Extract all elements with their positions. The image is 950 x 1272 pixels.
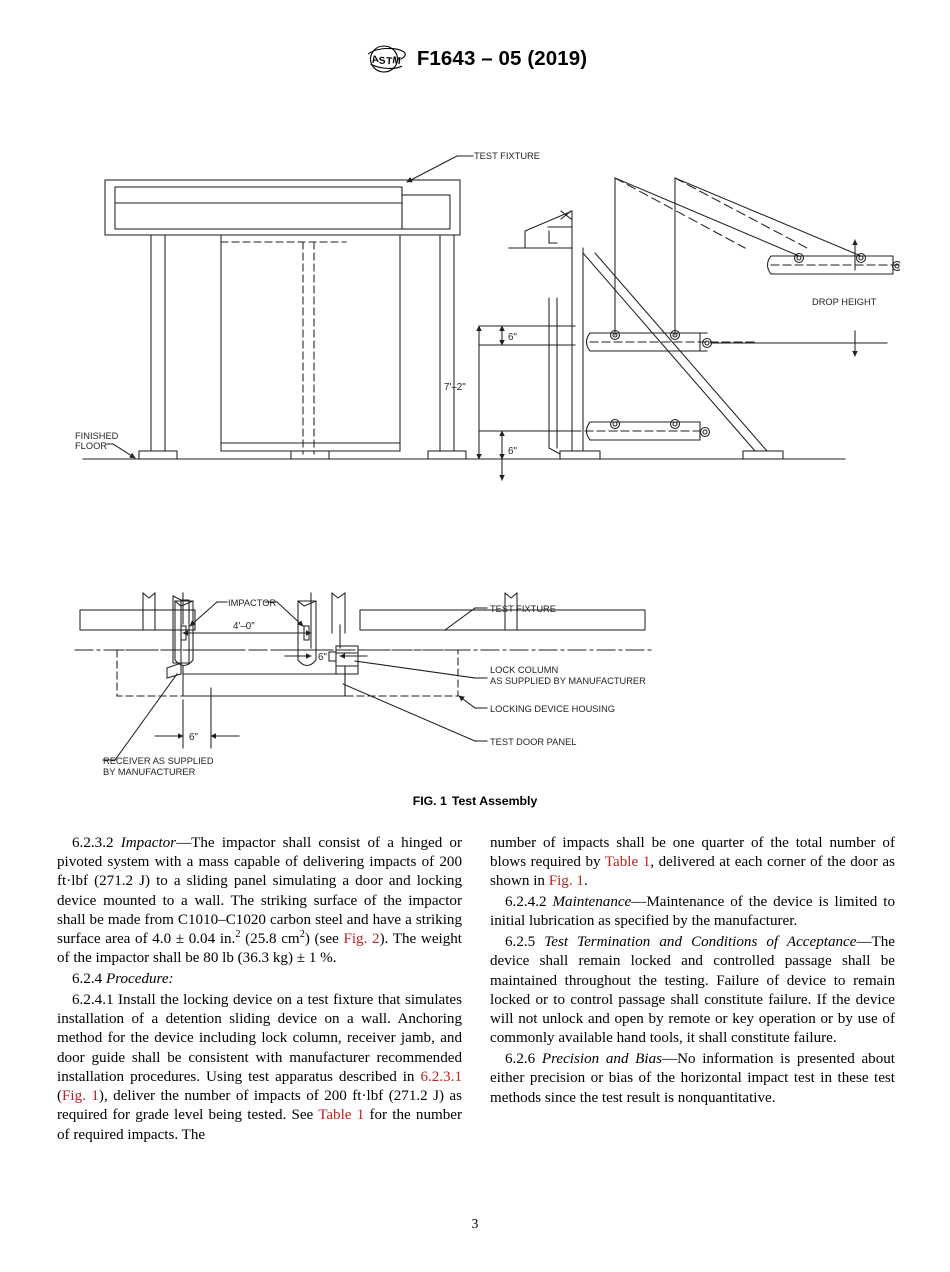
- superscript: 2: [235, 929, 241, 941]
- dim-six-bottom: 6": [508, 446, 517, 457]
- label-finished-floor-1: FINISHED: [75, 431, 119, 441]
- text-run: (: [57, 1088, 63, 1105]
- right-column: number of impacts shall be one quarter o…: [490, 834, 895, 1145]
- paragraph-p-6-2-4-2: 6.2.4.2 Maintenance—Maintenance of the d…: [490, 893, 895, 931]
- paragraph-p-6-2-4: 6.2.4 Procedure:: [57, 970, 462, 989]
- term-italic: Procedure:: [105, 971, 174, 988]
- figure-caption: FIG. 1 Test Assembly: [0, 794, 950, 808]
- text-run: ) (see: [304, 931, 344, 948]
- text-run: 6.2.4.1 Install the locking device on a …: [57, 991, 462, 1085]
- text-run: —No information is presented about eithe…: [490, 1051, 895, 1106]
- text-run: 6.2.3.2: [72, 835, 121, 851]
- label-lock-column-1: LOCK COLUMN: [490, 665, 558, 675]
- cross-reference-link[interactable]: Table 1: [604, 854, 651, 871]
- label-locking-device-housing: LOCKING DEVICE HOUSING: [490, 704, 615, 714]
- page-header: A S T M F1643 – 05 (2019): [0, 44, 950, 74]
- figure-1-test-assembly: TEST FIXTURE FINISHED FLOOR DROP HEIGHT …: [55, 88, 900, 788]
- svg-text:T: T: [386, 56, 393, 67]
- text-run: ). The weight of the impactor shall be 8…: [57, 931, 462, 967]
- dim-six-plan-top: 6": [318, 652, 327, 663]
- text-run: —The device shall remain locked and cont…: [490, 934, 895, 1047]
- text-run: , delivered at each corner of the door a…: [490, 854, 895, 890]
- label-drop-height: DROP HEIGHT: [812, 297, 877, 307]
- dim-height-overall: 7'–2": [444, 382, 466, 393]
- dim-six-top: 6": [508, 332, 517, 343]
- label-impactor: IMPACTOR: [228, 598, 276, 608]
- label-test-door-panel: TEST DOOR PANEL: [490, 737, 576, 747]
- text-run: —The impactor shall consist of a hinged …: [57, 835, 463, 948]
- dim-six-plan-bottom: 6": [189, 732, 198, 743]
- text-run: .: [583, 873, 588, 890]
- cross-reference-link[interactable]: Fig. 2: [343, 931, 380, 948]
- standard-designation: F1643 – 05 (2019): [416, 47, 588, 70]
- paragraph-p-6-2-3-2: 6.2.3.2 Impactor—The impactor shall cons…: [57, 834, 462, 969]
- cross-reference-link[interactable]: Fig. 1: [548, 873, 584, 890]
- term-italic: Maintenance: [552, 894, 632, 911]
- text-run: number of impacts shall be one quarter o…: [490, 835, 895, 871]
- term-italic: Impactor: [120, 835, 177, 851]
- paragraph-p-6-2-6: 6.2.6 Precision and Bias—No information …: [490, 1050, 895, 1108]
- label-receiver-2: BY MANUFACTURER: [103, 767, 196, 777]
- label-lock-column-2: AS SUPPLIED BY MANUFACTURER: [490, 676, 646, 686]
- paragraph-p-6-2-5: 6.2.5 Test Termination and Conditions of…: [490, 933, 895, 1048]
- text-run: 6.2.5: [505, 934, 545, 951]
- figure-drawing: TEST FIXTURE FINISHED FLOOR DROP HEIGHT …: [74, 151, 900, 777]
- astm-logo: A S T M: [367, 45, 406, 73]
- text-run: for the number of required impacts. The: [57, 1107, 463, 1143]
- term-italic: Precision and Bias: [541, 1051, 663, 1068]
- cross-reference-link[interactable]: Fig. 1: [62, 1088, 99, 1105]
- term-italic: Test Termination and Conditions of Accep…: [544, 934, 857, 951]
- dim-width-plan: 4'–0": [233, 621, 255, 632]
- text-run: ), deliver the number of impacts of 200 …: [57, 1088, 463, 1124]
- figure-caption-number: FIG. 1: [412, 794, 447, 808]
- page-number: 3: [471, 1216, 479, 1231]
- svg-text:A: A: [371, 54, 380, 66]
- body-columns: 6.2.3.2 Impactor—The impactor shall cons…: [57, 834, 895, 1145]
- svg-text:M: M: [391, 55, 401, 67]
- superscript: 2: [299, 929, 305, 941]
- text-run: 6.2.4.2: [505, 894, 553, 911]
- svg-text:S: S: [378, 56, 386, 67]
- label-receiver-1: RECEIVER AS SUPPLIED: [103, 756, 214, 766]
- cross-reference-link[interactable]: Table 1: [318, 1107, 365, 1124]
- label-finished-floor-2: FLOOR: [75, 441, 107, 451]
- text-run: 6.2.4: [72, 971, 106, 988]
- label-test-fixture: TEST FIXTURE: [474, 151, 540, 161]
- paragraph-p-6-2-4-1: 6.2.4.1 Install the locking device on a …: [57, 991, 462, 1145]
- left-column: 6.2.3.2 Impactor—The impactor shall cons…: [57, 834, 462, 1145]
- label-test-fixture-plan: TEST FIXTURE: [490, 604, 556, 614]
- figure-caption-title: Test Assembly: [451, 794, 538, 808]
- cross-reference-link[interactable]: 6.2.3.1: [420, 1068, 462, 1085]
- text-run: 6.2.6: [505, 1051, 542, 1068]
- text-run: (25.8 cm: [240, 931, 300, 948]
- paragraph-p-6-2-4-1-cont: number of impacts shall be one quarter o…: [490, 834, 895, 892]
- text-run: —Maintenance of the device is limited to…: [490, 894, 895, 930]
